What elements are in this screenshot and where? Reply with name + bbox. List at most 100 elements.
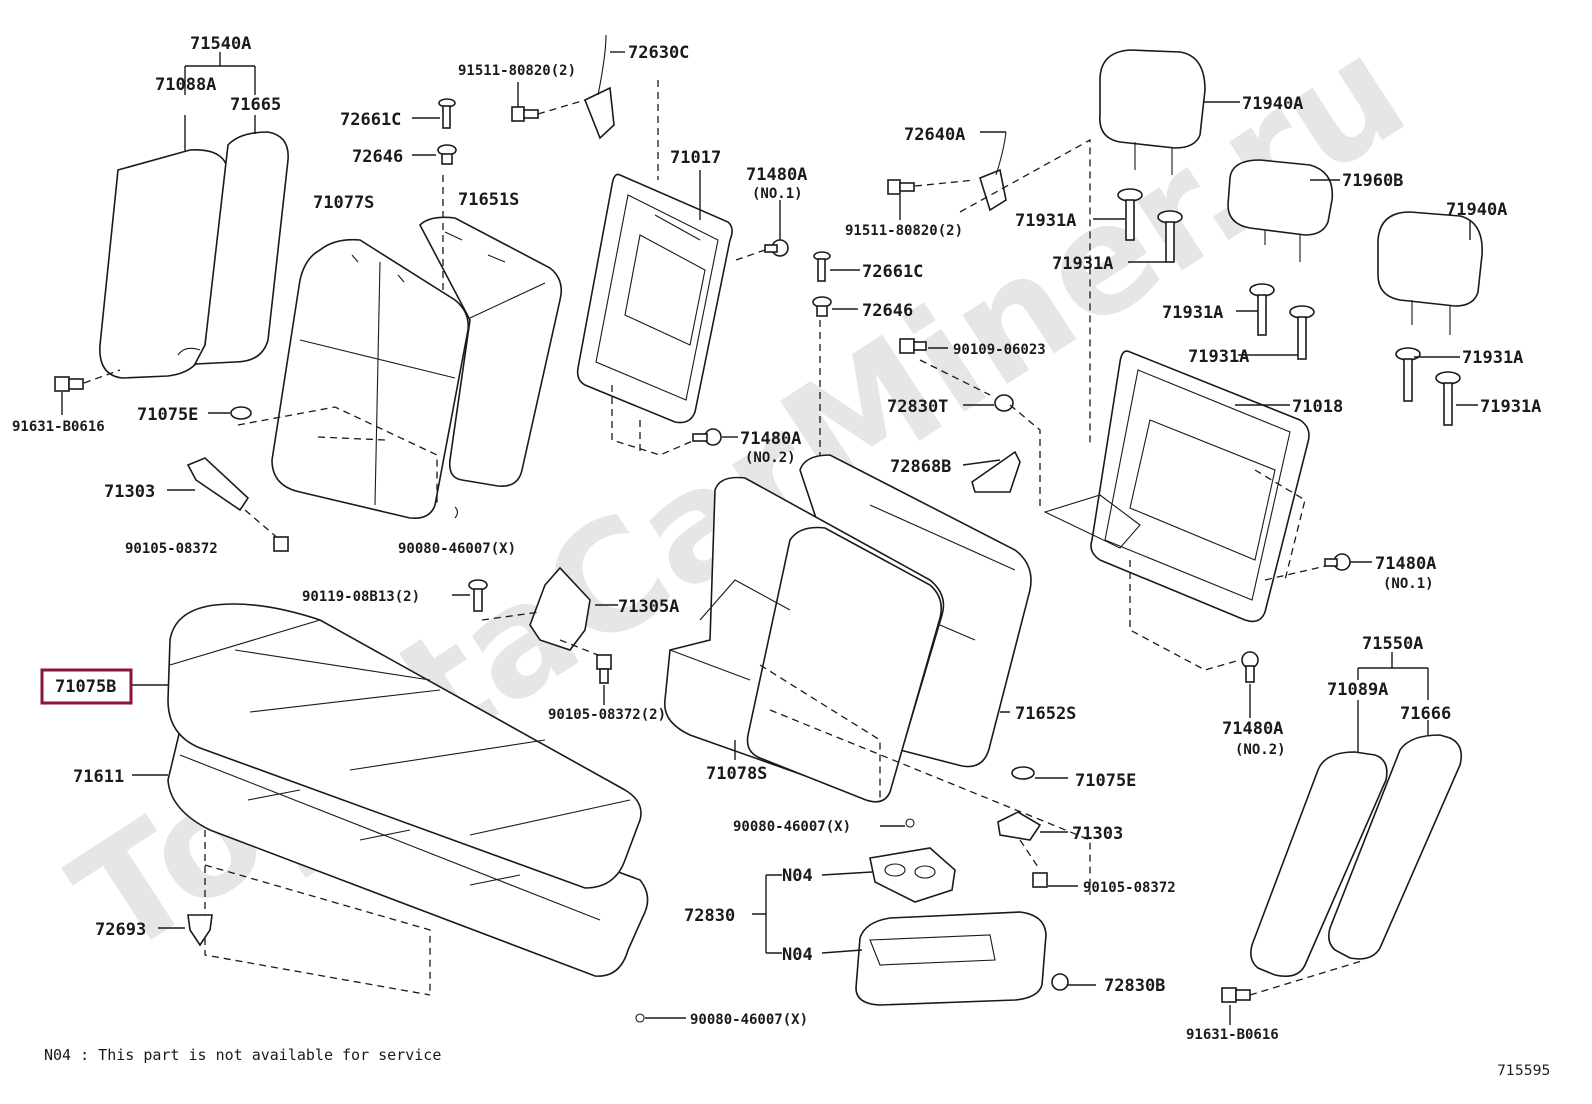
seatback-71651s [419,216,563,487]
armrest-left-group [99,131,289,379]
label-71651s: 71651S [458,190,519,210]
bolt-90109 [899,338,927,354]
label-72830t: 72830T [887,397,948,417]
clip-72646-b [812,296,832,317]
label-72661c-a: 72661C [340,110,401,130]
headrest-71940a-b [1377,211,1483,335]
label-71550a: 71550A [1362,634,1423,654]
label-72646-a: 72646 [352,147,403,167]
guide-71931a-1 [1117,188,1143,241]
label-71480a-a: 71480A [746,165,807,185]
bolt-71480a-no1-c [1324,553,1351,571]
label-71305a: 71305A [618,597,679,617]
label-71480a-d: 71480A [1222,719,1283,739]
diagram-id: 715595 [1497,1063,1550,1079]
label-71075b: 71075B [55,677,116,697]
lock-72640a [979,131,1007,212]
label-71077s: 71077S [313,193,374,213]
clip-72830b [1051,973,1069,991]
label-71931a-1: 71931A [1015,211,1076,231]
label-90105-a: 90105-08372 [125,541,218,557]
label-no2-d: (NO.2) [1235,742,1286,758]
bolt-91631-right [1221,987,1251,1003]
clip-72646-a [437,144,457,165]
label-71960b: 71960B [1342,171,1403,191]
frame-71017 [576,173,733,424]
bolt-91511-a [511,106,539,122]
bracket-71303-right [997,811,1042,841]
label-71665: 71665 [230,95,281,115]
bolt-71480a-no2-a [692,428,722,446]
label-91631-b: 91631-B0616 [1186,1027,1279,1043]
guide-71931a-5 [1395,347,1421,402]
label-n04-b: N04 [782,945,813,965]
label-71078s: 71078S [706,764,767,784]
headrest-71940a-a [1099,49,1206,175]
bolt-71480a-no2-d [1241,651,1259,683]
label-72693: 72693 [95,920,146,940]
pin-72661c-a [438,98,456,129]
seatback-71078s [663,476,945,803]
label-71089a: 71089A [1327,680,1388,700]
label-91511-a: 91511-80820(2) [458,63,576,79]
label-71940a-a: 71940A [1242,94,1303,114]
clip-71075e-right [1011,766,1035,780]
label-90080-c: 90080-46007(X) [690,1012,808,1028]
label-71931a-2: 71931A [1052,254,1113,274]
clip-71075e-left [230,406,252,420]
label-90080-b: 90080-46007(X) [733,819,851,835]
cup-holder-n04-top [869,847,956,903]
label-no1-c: (NO.1) [1383,576,1434,592]
label-91511-b: 91511-80820(2) [845,223,963,239]
label-71075e-a: 71075E [137,405,198,425]
lock-72630c [583,34,615,140]
label-72830: 72830 [684,906,735,926]
bracket-71303-left [186,457,250,512]
hinge-71305a [529,566,591,651]
label-72661c-b: 72661C [862,262,923,282]
label-71017: 71017 [670,148,721,168]
label-71303-a: 71303 [104,482,155,502]
label-90109: 90109-06023 [953,342,1046,358]
bracket-72868b [971,450,1021,493]
bolt-71480a-no1-a [764,239,789,257]
label-90119: 90119-08B13(2) [302,589,420,605]
label-72646-b: 72646 [862,301,913,321]
label-71075e-b: 71075E [1075,771,1136,791]
bolt-90105-left [273,536,289,552]
label-71303-b: 71303 [1072,824,1123,844]
guide-71931a-6 [1435,371,1461,426]
seatback-71077s [271,238,470,520]
label-71540a: 71540A [190,34,251,54]
label-72640a: 72640A [904,125,965,145]
footnote: N04 : This part is not available for ser… [44,1046,441,1064]
bolt-90105-2 [596,654,612,684]
label-71931a-6: 71931A [1480,397,1541,417]
armrest-right-group [1250,734,1463,978]
pin-72661c-b [813,251,831,282]
highlight-box-71075b [40,668,133,705]
label-72630c: 72630C [628,43,689,63]
label-71931a-5: 71931A [1462,348,1523,368]
guide-71931a-3 [1249,283,1275,336]
label-72830b: 72830B [1104,976,1165,996]
label-71652s: 71652S [1015,704,1076,724]
label-71940a-b: 71940A [1446,200,1507,220]
bolt-90119 [468,579,488,612]
bolt-91511-b [887,179,915,195]
clip-72830t [994,394,1014,412]
label-71611: 71611 [73,767,124,787]
label-90105-b: 90105-08372(2) [548,707,666,723]
label-71666: 71666 [1400,704,1451,724]
label-71931a-4: 71931A [1188,347,1249,367]
clip-72693 [187,914,213,947]
label-90080-a: 90080-46007(X) [398,541,516,557]
label-71018: 71018 [1292,397,1343,417]
frame-71018 [1043,350,1310,623]
label-90105-c: 90105-08372 [1083,880,1176,896]
bolt-90105-right [1032,872,1048,888]
label-no2-b: (NO.2) [745,450,796,466]
label-71931a-3: 71931A [1162,303,1223,323]
